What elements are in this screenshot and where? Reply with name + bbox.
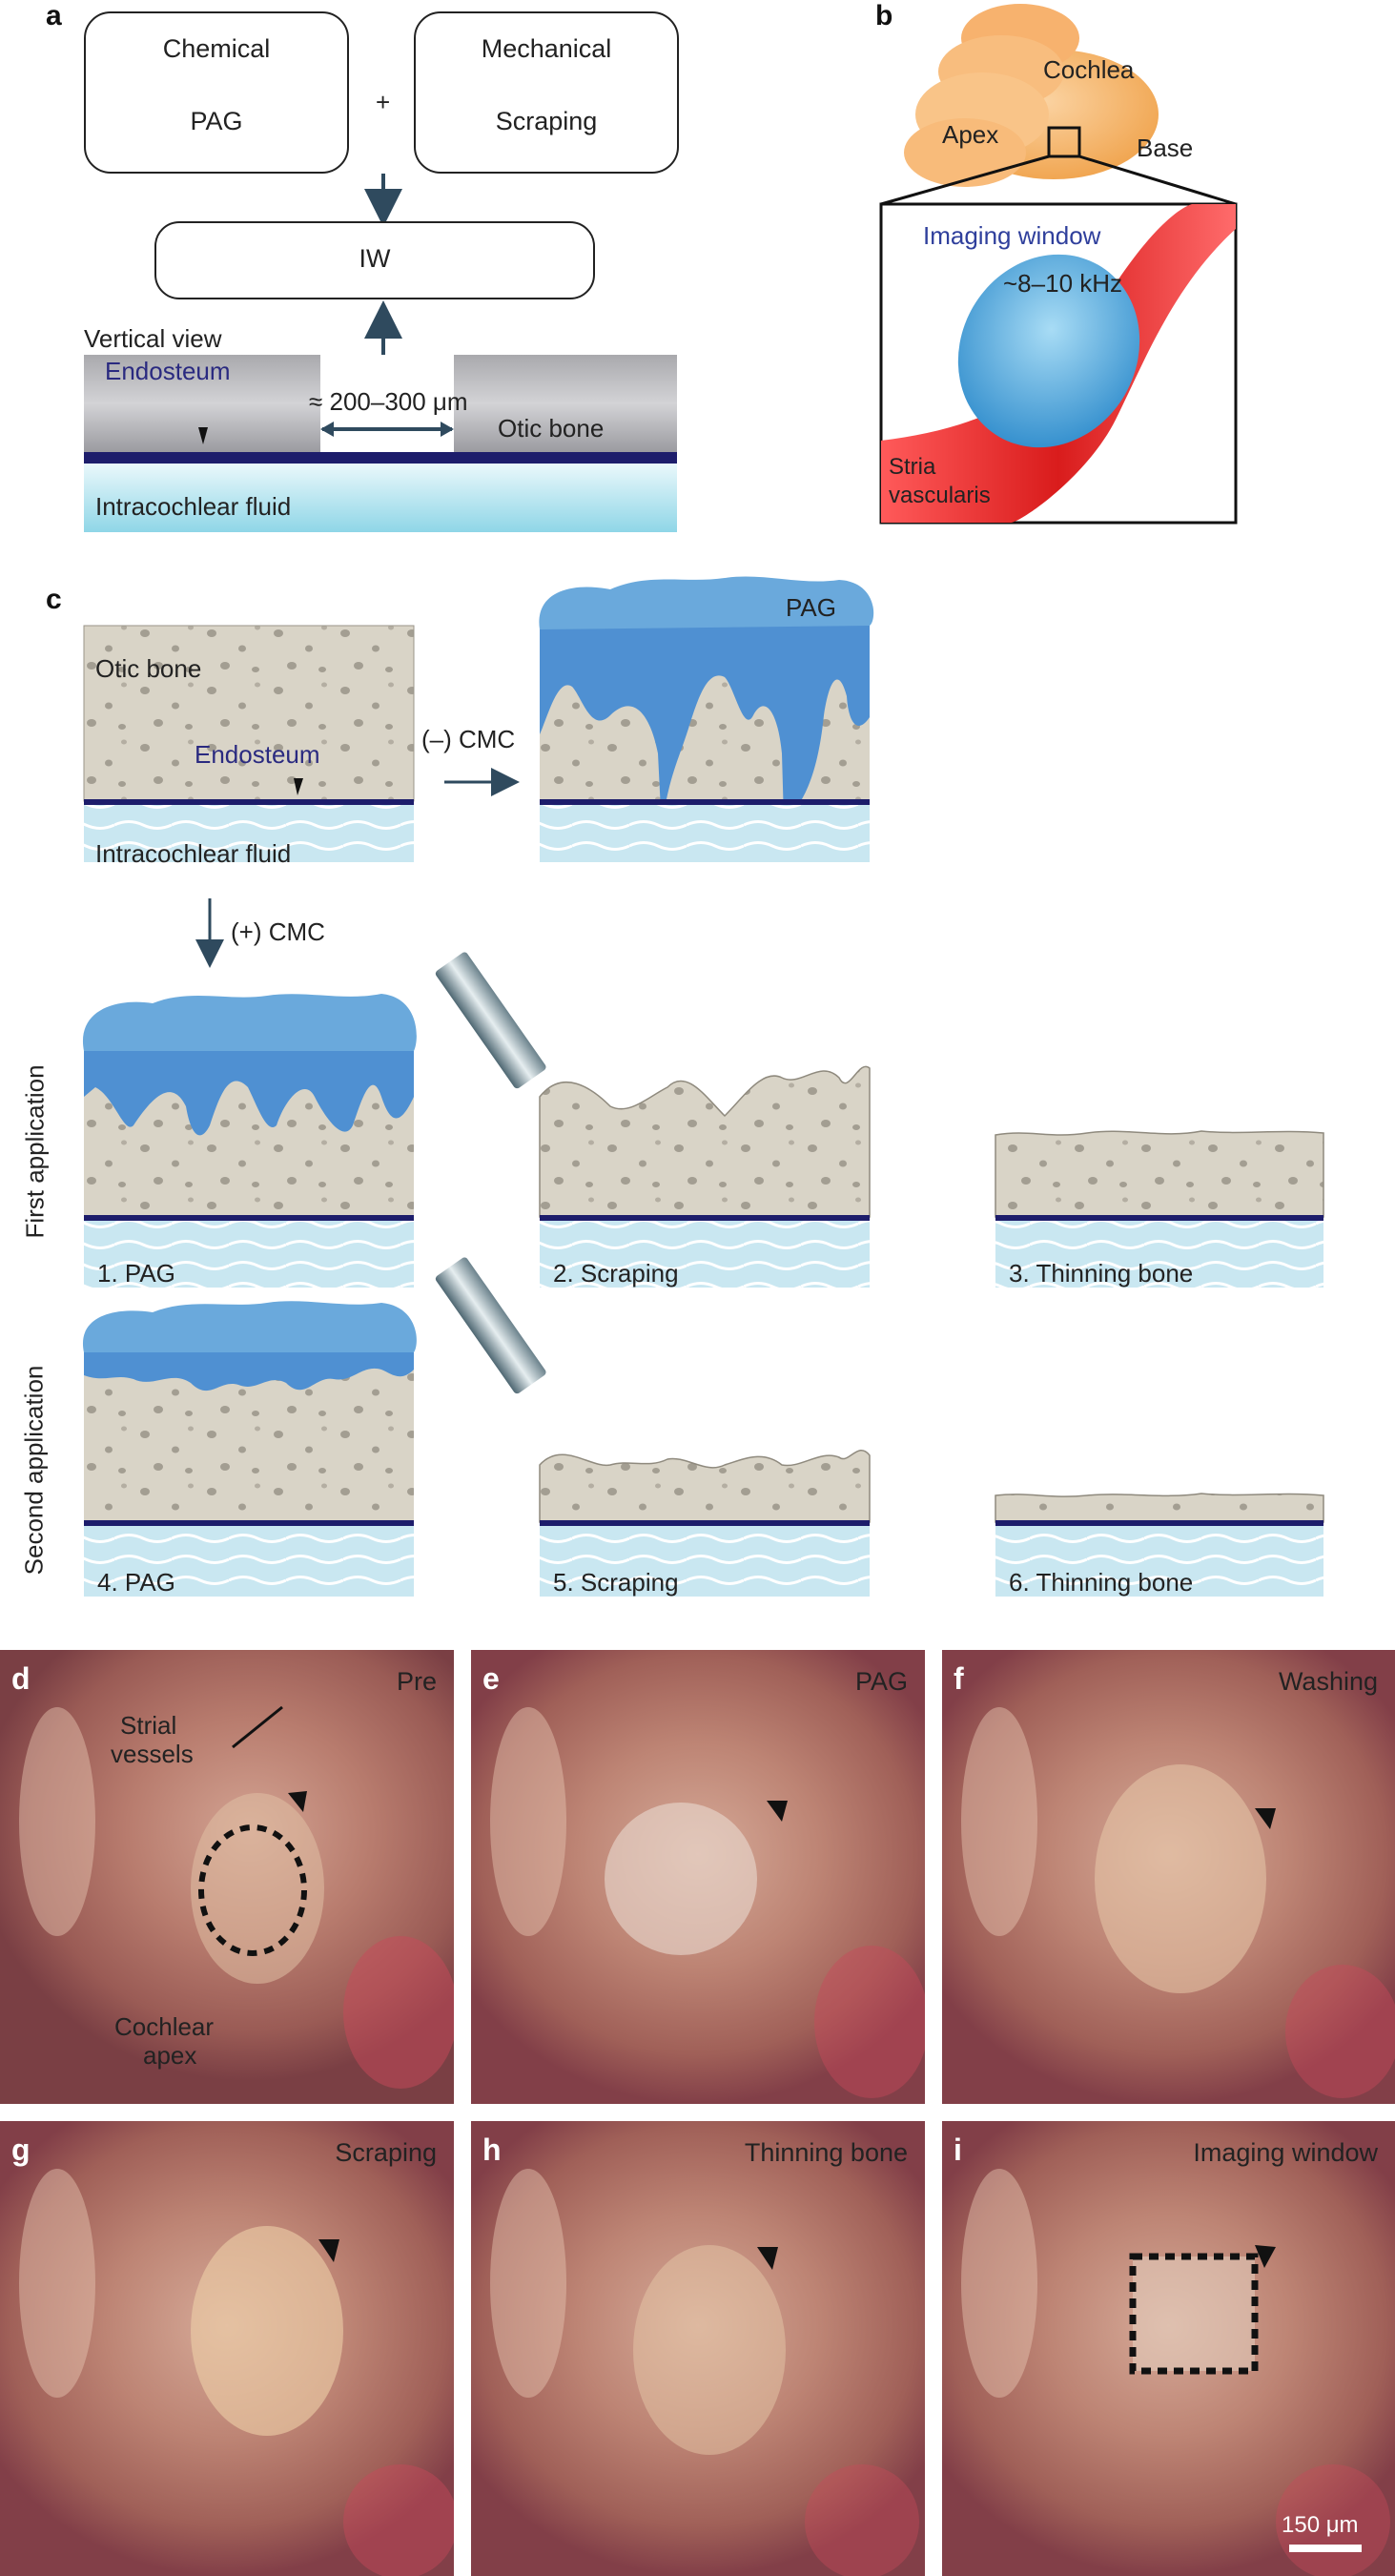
- cochlear-apex-label-1: Cochlear: [114, 2012, 215, 2041]
- scale-bar-label: 150 μm: [1282, 2512, 1359, 2538]
- stria-label-1: Stria: [889, 454, 936, 480]
- mechanical-title: Mechanical: [481, 34, 612, 63]
- minus-cmc-label: (–) CMC: [421, 725, 516, 753]
- photo-g-title: Scraping: [335, 2138, 437, 2167]
- chemical-title: Chemical: [162, 34, 271, 63]
- first-application-label: First application: [20, 1064, 50, 1239]
- endosteum-label-a: Endosteum: [105, 357, 231, 385]
- otic-bone-label-a: Otic bone: [498, 414, 605, 443]
- strial-vessels-label-2: vessels: [111, 1740, 194, 1768]
- chemical-box: Chemical PAG: [84, 11, 349, 174]
- photo-e-letter: e: [482, 1661, 500, 1696]
- frequency-label: ~8–10 kHz: [1003, 269, 1123, 298]
- photo-panel-h: h Thinning bone: [471, 2121, 925, 2576]
- plus-cmc-label: (+) CMC: [231, 917, 325, 946]
- width-label: ≈ 200–300 μm: [309, 387, 468, 416]
- panel-a-cross-section: [84, 355, 677, 532]
- cochlea-label: Cochlea: [1043, 55, 1135, 84]
- photo-g-letter: g: [11, 2133, 31, 2167]
- photo-panel-i: i Imaging window 150 μm: [942, 2121, 1395, 2576]
- step-3-label: 3. Thinning bone: [1009, 1259, 1194, 1288]
- endosteum-label-c: Endosteum: [195, 740, 320, 769]
- panel-a-letter: a: [46, 0, 62, 31]
- otic-bone-label-c: Otic bone: [95, 654, 202, 683]
- strial-vessels-label-1: Strial: [120, 1711, 177, 1740]
- mechanical-sub: Scraping: [495, 107, 598, 135]
- mechanical-box: Mechanical Scraping: [414, 11, 679, 174]
- panel-b-cochlea-illustration: [879, 4, 1238, 525]
- panel-c-diagram: [82, 576, 1324, 1597]
- base-label: Base: [1137, 134, 1194, 162]
- plus-sign: +: [376, 88, 391, 116]
- cochlear-apex-label-2: apex: [143, 2041, 197, 2070]
- second-application-label: Second application: [19, 1365, 49, 1576]
- step-6-label: 6. Thinning bone: [1009, 1568, 1194, 1597]
- photo-i-title: Imaging window: [1193, 2138, 1378, 2167]
- photo-panel-g: g Scraping: [0, 2121, 454, 2576]
- step-2-label: 2. Scraping: [553, 1259, 679, 1288]
- chemical-sub: PAG: [190, 107, 243, 135]
- photo-f-title: Washing: [1278, 1667, 1378, 1696]
- apex-label: Apex: [942, 120, 999, 149]
- stria-label-2: vascularis: [889, 483, 991, 508]
- photo-e-title: PAG: [854, 1667, 908, 1696]
- pag-label-c: PAG: [786, 593, 836, 622]
- photo-panel-d: d Pre Strial vessels Cochlear apex: [0, 1650, 454, 2104]
- step-4-label: 4. PAG: [97, 1568, 175, 1597]
- vertical-view-label: Vertical view: [84, 324, 222, 353]
- intracochlear-fluid-label-a: Intracochlear fluid: [95, 492, 292, 521]
- photo-h-letter: h: [482, 2133, 502, 2167]
- imaging-window-label-b: Imaging window: [923, 221, 1101, 250]
- photo-h-title: Thinning bone: [744, 2138, 908, 2167]
- step-1-label: 1. PAG: [97, 1259, 175, 1288]
- photo-i-letter: i: [954, 2133, 962, 2167]
- iw-label: IW: [359, 244, 391, 273]
- photo-panel-f: f Washing: [942, 1650, 1395, 2104]
- photo-d-title: Pre: [396, 1667, 437, 1696]
- iw-box: IW: [154, 221, 595, 299]
- photo-panel-e: e PAG: [471, 1650, 925, 2104]
- panel-c-letter: c: [46, 584, 62, 615]
- step-5-label: 5. Scraping: [553, 1568, 679, 1597]
- intracochlear-fluid-label-c: Intracochlear fluid: [95, 839, 292, 868]
- panel-b-letter: b: [875, 0, 893, 31]
- panel-a-arrows: [364, 174, 402, 358]
- photo-d-letter: d: [11, 1661, 31, 1696]
- photo-f-letter: f: [954, 1661, 964, 1696]
